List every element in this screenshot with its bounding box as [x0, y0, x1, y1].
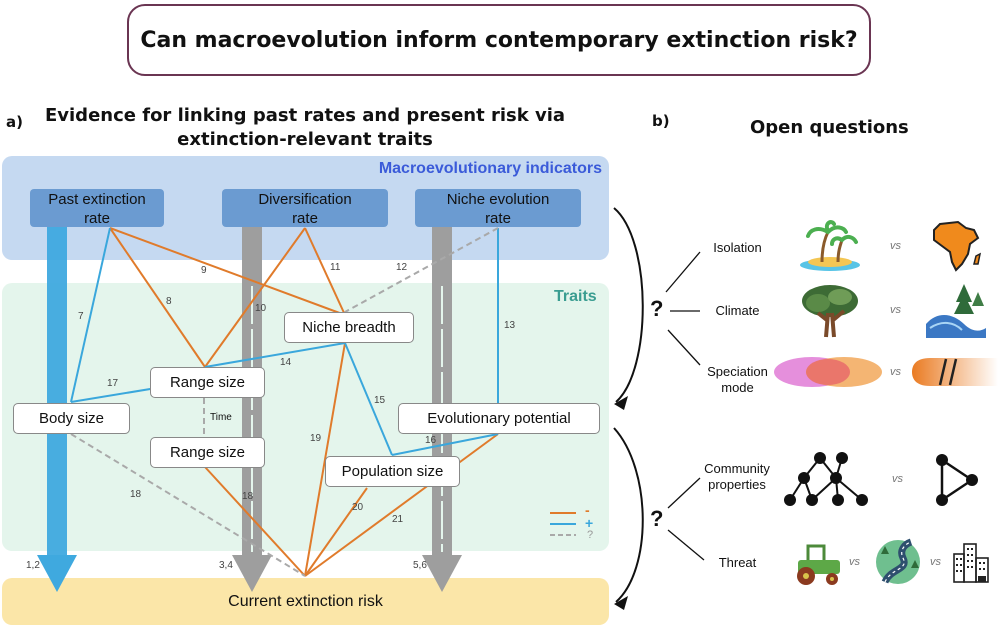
- oq-isolation: Isolation: [713, 240, 762, 255]
- island-icon: [800, 220, 860, 271]
- indicator-past-extinction-rate: Past extinction rate: [30, 189, 164, 227]
- link-14: [204, 342, 346, 368]
- link-number: 16: [425, 435, 437, 446]
- vs-label: vs: [890, 304, 901, 316]
- link-number: 12: [396, 262, 408, 273]
- trait-population-size: Population size: [325, 456, 460, 487]
- link-number: 19: [310, 433, 322, 444]
- oq-climate: Climate: [715, 303, 760, 318]
- link-number: 17: [107, 378, 119, 389]
- tree-icon: [802, 285, 858, 338]
- arrow-middle-head: [232, 555, 272, 592]
- oq-community-properties: Community properties: [694, 461, 780, 493]
- arrow-ref-right: 5,6: [413, 560, 427, 571]
- vs-label: vs: [892, 473, 903, 485]
- indicator-line2: rate: [292, 210, 318, 227]
- link-8: [109, 227, 206, 368]
- indicator-line1: Niche evolution: [446, 191, 550, 208]
- arrow-ref-left: 1,2: [26, 560, 40, 571]
- indicator-niche-evolution-rate: Niche evolution rate: [415, 189, 581, 227]
- panel-a-heading-line1: Evidence for linking past rates and pres…: [44, 105, 566, 126]
- oq-line1: Speciation: [707, 364, 768, 379]
- arrow-left-head: [37, 555, 77, 592]
- trait-evolutionary-potential: Evolutionary potential: [398, 403, 600, 434]
- positive-links: [70, 227, 499, 456]
- tractor-icon: [797, 544, 840, 585]
- arrow-right-head: [422, 555, 462, 592]
- link-number: 18: [130, 489, 142, 500]
- link-10: [204, 227, 306, 368]
- vs-label: vs: [930, 556, 941, 568]
- indicator-line2: rate: [84, 210, 110, 227]
- legend-lines: [550, 512, 576, 536]
- indicator-line1: Past extinction: [48, 191, 146, 208]
- panel-b-heading: Open questions: [750, 117, 909, 138]
- current-extinction-risk-box: Current extinction risk: [2, 578, 609, 625]
- unknown-links: [70, 227, 499, 577]
- time-label: Time: [210, 412, 232, 423]
- link-18a: [70, 433, 306, 577]
- link-18b: [204, 466, 306, 577]
- vs-label: vs: [849, 556, 860, 568]
- link-number: 10: [255, 303, 267, 314]
- link-number: 9: [201, 265, 207, 276]
- figure-title: Can macroevolution inform contemporary e…: [127, 4, 871, 76]
- panel-b-letter: b): [652, 112, 670, 130]
- oq-line2: mode: [721, 380, 754, 395]
- vs-label: vs: [890, 366, 901, 378]
- legend-unknown: ?: [587, 529, 594, 541]
- food-web-icon: [784, 452, 868, 506]
- link-16: [391, 433, 499, 456]
- link-number: 18: [242, 491, 254, 502]
- legend-positive: +: [585, 515, 594, 531]
- allopatric-barrier-icon: [912, 358, 998, 386]
- macro-indicators-label: Macroevolutionary indicators: [378, 160, 602, 177]
- legend-negative: -: [585, 502, 590, 518]
- trait-body-size: Body size: [13, 403, 130, 434]
- curved-arrows: [613, 207, 644, 603]
- indicator-line1: Diversification: [258, 191, 352, 208]
- link-number: 11: [330, 262, 341, 273]
- link-12: [344, 227, 499, 313]
- trait-range-size-bottom: Range size: [150, 437, 265, 468]
- river-forest-icon: [926, 284, 986, 338]
- oq-speciation-mode: Speciation mode: [700, 364, 775, 396]
- road-icon: [876, 538, 920, 584]
- link-9: [109, 227, 346, 316]
- panel-a-heading-line2: extinction-relevant traits: [177, 129, 433, 150]
- vs-label: vs: [890, 240, 901, 252]
- panel-a-letter: a): [6, 113, 23, 131]
- link-21: [304, 433, 499, 577]
- link-number: 15: [374, 395, 386, 406]
- trait-niche-breadth: Niche breadth: [284, 312, 414, 343]
- continent-icon: [933, 220, 982, 272]
- oq-line2: properties: [708, 477, 766, 492]
- link-15: [344, 342, 393, 456]
- oq-line1: Community: [704, 461, 770, 476]
- triangle-network-icon: [936, 454, 978, 506]
- indicator-diversification-rate: Diversification rate: [222, 189, 388, 227]
- arrow-ref-middle: 3,4: [219, 560, 233, 571]
- oq-threat: Threat: [718, 555, 757, 570]
- question-mark-1: ?: [650, 296, 664, 321]
- link-number: 14: [280, 357, 292, 368]
- trait-range-size-top: Range size: [150, 367, 265, 398]
- arrow-left-shaft: [47, 225, 67, 555]
- link-11: [304, 227, 346, 316]
- link-number: 21: [392, 514, 404, 525]
- link-7: [70, 227, 111, 403]
- link-number: 20: [352, 502, 364, 513]
- link-number: 7: [78, 311, 84, 322]
- link-number: 8: [166, 296, 172, 307]
- link-20: [304, 487, 368, 577]
- traits-label: Traits: [554, 288, 597, 305]
- city-icon: [953, 543, 989, 583]
- sympatric-ellipses-icon: [774, 357, 882, 387]
- question-mark-2: ?: [650, 506, 664, 531]
- indicator-line2: rate: [485, 210, 511, 227]
- question-arrows: [665, 251, 705, 561]
- panel-a-heading: Evidence for linking past rates and pres…: [0, 104, 610, 152]
- link-number: 13: [504, 320, 516, 331]
